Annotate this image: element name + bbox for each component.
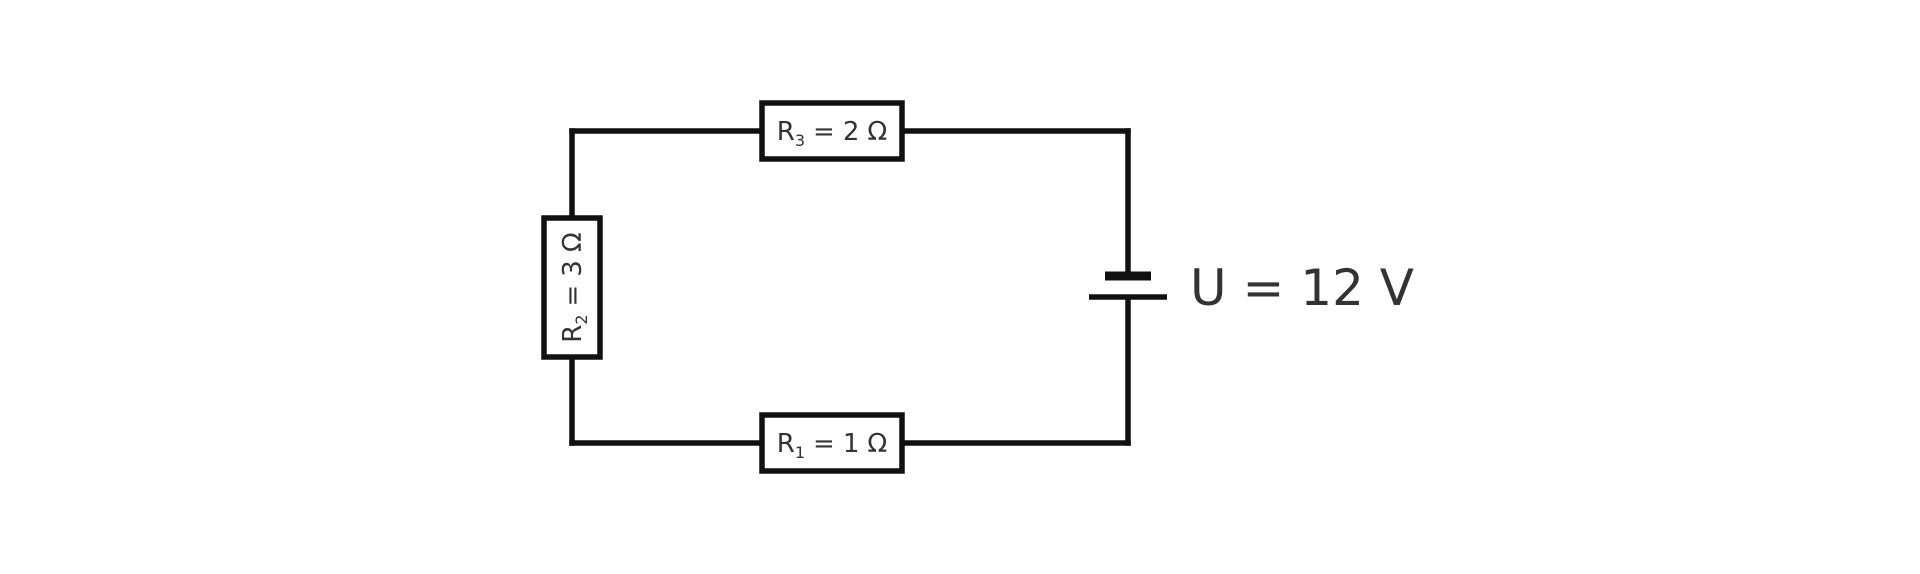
resistor-r3-unit: Ω	[867, 117, 887, 147]
resistor-r1-equals: =	[813, 429, 835, 459]
voltage-source: U = 12 V	[1089, 259, 1414, 317]
voltage-label: U = 12 V	[1190, 259, 1414, 317]
resistor-r2-value: 3	[558, 260, 588, 277]
resistor-r3-equals: =	[813, 117, 835, 147]
resistor-r1-value: 1	[843, 429, 860, 459]
resistor-r3-box	[759, 100, 905, 162]
resistor-r2: R2 = 3 Ω	[541, 215, 603, 360]
resistor-r3-subscript: 3	[795, 131, 805, 150]
resistor-r1-box	[759, 412, 905, 474]
resistor-r1-unit: Ω	[867, 429, 887, 459]
wires	[569, 128, 1131, 446]
resistor-r2-label: R2 = 3 Ω	[558, 232, 591, 342]
resistor-r2-subscript: 2	[572, 314, 591, 324]
resistor-r3-value: 2	[843, 117, 860, 147]
resistor-r3-symbol: R	[777, 117, 795, 147]
resistor-r2-symbol: R	[558, 325, 588, 343]
resistor-r1-symbol: R	[777, 429, 795, 459]
resistor-r2-equals: =	[558, 285, 588, 307]
resistor-r2-unit: Ω	[558, 232, 588, 252]
resistor-r1-subscript: 1	[795, 443, 805, 462]
resistor-r2-box	[541, 215, 603, 360]
